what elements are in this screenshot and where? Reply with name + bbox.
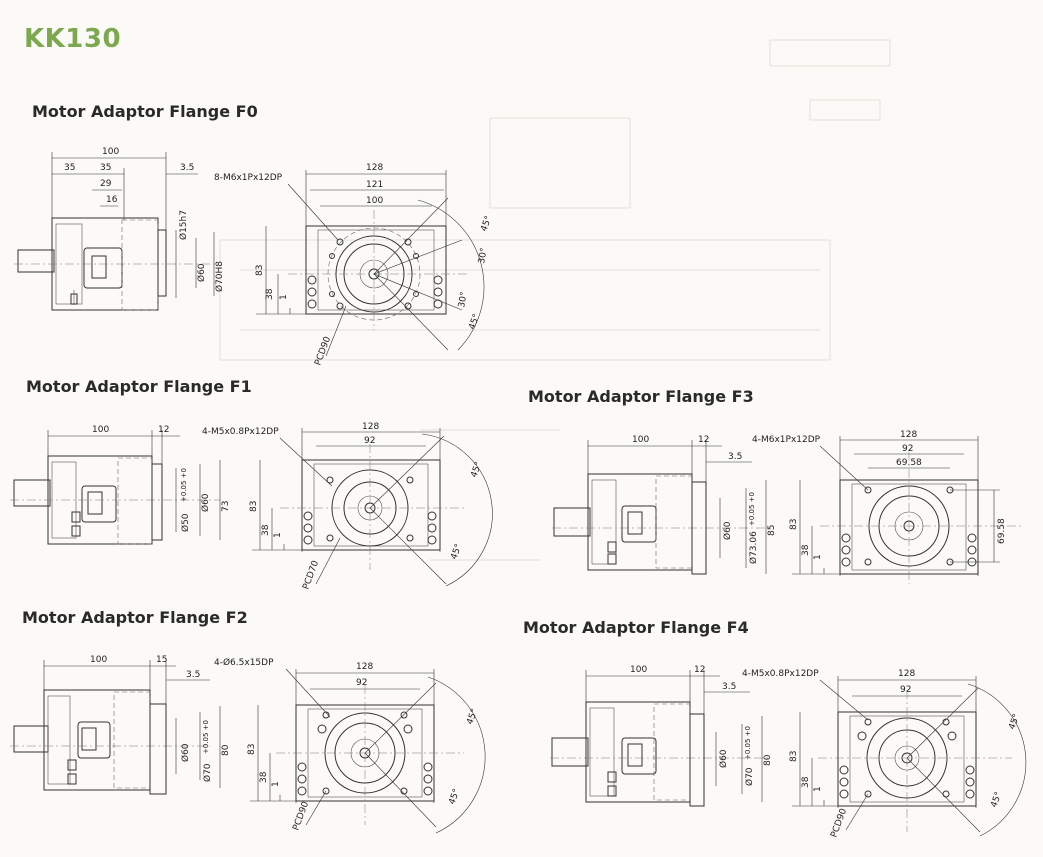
f4-ang1: 45° — [1007, 713, 1022, 731]
f1-dim-dia3: 73 — [221, 501, 231, 512]
f0-dim-dia3: Ø70H8 — [214, 261, 225, 292]
f3-dim-overall: 100 — [632, 435, 649, 445]
f4-dim-dia2: Ø70 — [744, 767, 755, 786]
f2-pcd: PCD90 — [291, 800, 311, 832]
flange-f0-side-view: 100 35 35 29 16 3.5 Ø15h7 Ø60 Ø70H8 — [14, 147, 225, 311]
f4-dim-dia2-tol: +0.05 +0 — [744, 726, 752, 760]
flange-f0-title: Motor Adaptor Flange F0 — [32, 102, 258, 121]
f2-ang2: 45° — [447, 788, 462, 806]
f0-pcd: PCD90 — [313, 335, 333, 367]
f2-dim-w2: 92 — [356, 678, 367, 688]
f3-dim-dia2: Ø73.06 — [748, 531, 759, 564]
f2-dim-h1: 83 — [247, 744, 257, 755]
f4-dim-dia1: Ø60 — [718, 749, 729, 768]
f4-pcd: PCD90 — [829, 807, 849, 839]
flange-f4-front-view: 4-M5x0.8Px12DP 128 92 45° 45° 83 38 1 — [742, 669, 1027, 839]
f1-dim-dia1: Ø50 — [180, 513, 191, 532]
flange-f3-side-view: 100 12 3.5 Ø60 Ø73.06 +0.05 +0 85 — [552, 435, 777, 575]
f3-dim-w1: 128 — [900, 430, 917, 440]
f2-dim-e: 3.5 — [186, 670, 200, 680]
f0-dim-c: 29 — [100, 179, 112, 189]
f2-dim-a: 15 — [156, 655, 167, 665]
flange-f1-side-view: 100 12 Ø50 +0.05 +0 Ø60 73 — [10, 425, 231, 545]
f0-ang1: 45° — [479, 215, 494, 233]
f3-dim-dia3: 85 — [767, 525, 777, 536]
f1-dim-h1: 83 — [249, 501, 259, 512]
f0-dim-h1: 83 — [255, 265, 265, 276]
f0-dim-b: 35 — [100, 163, 111, 173]
f0-dim-w2: 121 — [366, 180, 383, 190]
f0-dim-dia1: Ø15h7 — [178, 210, 189, 240]
f4-dim-w1: 128 — [898, 669, 915, 679]
f3-dim-w2: 92 — [902, 444, 913, 454]
f0-dim-dia2: Ø60 — [196, 263, 207, 282]
f4-dim-e: 3.5 — [722, 682, 736, 692]
f1-pcd: PCD70 — [301, 559, 321, 591]
f0-dim-overall: 100 — [102, 147, 119, 157]
f0-dim-a: 35 — [64, 163, 75, 173]
f2-dim-dia1: Ø60 — [180, 743, 191, 762]
f0-ang3: 30° — [457, 291, 470, 308]
f4-dim-a: 12 — [694, 665, 705, 675]
f3-dim-dia1: Ø60 — [722, 521, 733, 540]
f0-ang4: 45° — [467, 313, 482, 331]
f3-dim-e: 3.5 — [728, 452, 742, 462]
flange-f4-side-view: 100 12 3.5 Ø60 Ø70 +0.05 +0 80 — [550, 665, 773, 807]
flange-f1-title: Motor Adaptor Flange F1 — [26, 377, 252, 396]
f3-dim-dia2-tol: +0.05 +0 — [748, 492, 756, 526]
f0-dim-h2: 38 — [265, 288, 275, 300]
f2-dim-dia2-tol: +0.05 +0 — [202, 720, 210, 754]
model-title: KK130 — [24, 24, 122, 54]
f0-dim-w1: 128 — [366, 163, 383, 173]
f4-ang2: 45° — [989, 791, 1004, 809]
f2-hole-spec: 4-Ø6.5x15DP — [214, 657, 274, 668]
flange-f3-front-view: 4-M6x1Px12DP 128 92 69.58 69.58 83 38 1 — [752, 430, 1022, 584]
f3-dim-h3: 1 — [813, 554, 823, 560]
f2-dim-h2: 38 — [259, 771, 269, 783]
f2-dim-overall: 100 — [90, 655, 107, 665]
f1-dim-h2: 38 — [261, 524, 271, 536]
f0-dim-e: 3.5 — [180, 163, 194, 173]
f1-dim-w2: 92 — [364, 436, 375, 446]
f2-dim-dia2: Ø70 — [202, 763, 213, 782]
f3-dim-w3: 69.58 — [896, 458, 922, 468]
f3-hole-spec: 4-M6x1Px12DP — [752, 435, 821, 445]
f1-dim-dia2: Ø60 — [200, 493, 211, 512]
flange-f1-front-view: 4-M5x0.8Px12DP 128 92 45° 45° 83 38 1 PC… — [202, 422, 493, 591]
f2-dim-dia3: 80 — [221, 744, 231, 756]
f4-dim-dia3: 80 — [763, 754, 773, 766]
f4-dim-w2: 92 — [900, 685, 911, 695]
f4-dim-overall: 100 — [630, 665, 647, 675]
flange-f3-title: Motor Adaptor Flange F3 — [528, 387, 754, 406]
f4-hole-spec: 4-M5x0.8Px12DP — [742, 669, 819, 679]
flange-f2-front-view: 4-Ø6.5x15DP 128 92 45° 45° 83 38 1 PCD — [214, 657, 486, 834]
f0-hole-spec: 8-M6x1Px12DP — [214, 173, 283, 183]
f1-dim-overall: 100 — [92, 425, 109, 435]
f2-dim-w1: 128 — [356, 662, 373, 672]
f0-dim-d: 16 — [106, 195, 118, 205]
f4-dim-h2: 38 — [801, 776, 811, 788]
f0-dim-w3: 100 — [366, 196, 383, 206]
flange-f2-side-view: 100 15 3.5 Ø60 Ø70 +0.05 +0 80 — [10, 655, 231, 795]
f4-dim-h1: 83 — [789, 751, 799, 762]
f1-dim-a: 12 — [158, 425, 169, 435]
f0-dim-h3: 1 — [279, 294, 289, 300]
f1-ang1: 45° — [469, 461, 484, 479]
f2-dim-h3: 1 — [271, 781, 281, 787]
f1-ang2: 45° — [449, 543, 464, 561]
f3-dim-h2: 38 — [801, 544, 811, 556]
f1-dim-w1: 128 — [362, 422, 379, 432]
flange-f2-title: Motor Adaptor Flange F2 — [22, 608, 248, 627]
f1-hole-spec: 4-M5x0.8Px12DP — [202, 427, 279, 437]
f0-ang2: 30° — [477, 247, 490, 264]
f3-dim-v1: 69.58 — [997, 518, 1007, 544]
f4-dim-h3: 1 — [813, 786, 823, 792]
f1-dim-dia1-tol: +0.05 +0 — [180, 468, 188, 502]
flange-f4-title: Motor Adaptor Flange F4 — [523, 618, 749, 637]
flange-f0-front-view: 8-M6x1Px12DP 128 121 100 45° 30° — [214, 163, 494, 367]
f3-dim-h1: 83 — [789, 519, 799, 530]
f1-dim-h3: 1 — [273, 532, 283, 538]
f3-dim-a: 12 — [698, 435, 709, 445]
